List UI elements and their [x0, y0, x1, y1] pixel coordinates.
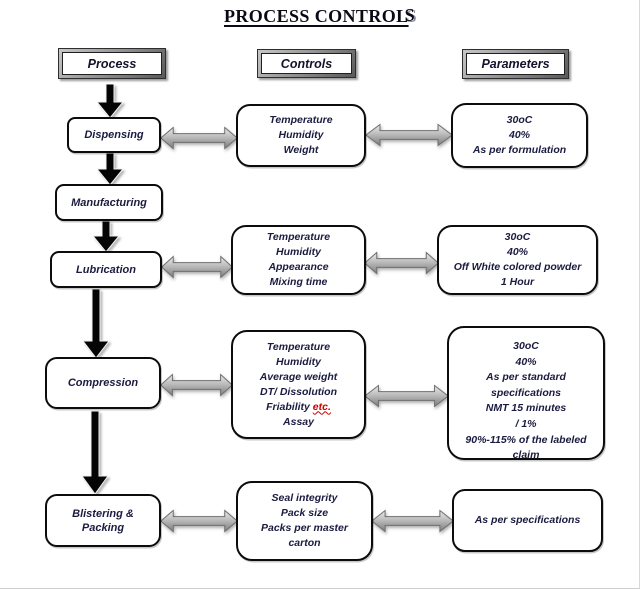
- process-box-blistering-packing: Blistering & Packing: [45, 494, 161, 547]
- parameters-box-packing: As per specifications: [452, 489, 603, 552]
- controls-line: Seal integrity: [271, 492, 338, 504]
- column-header-process: Process: [58, 48, 166, 79]
- parameters-line: NMT 15 minutes: [485, 402, 567, 415]
- flow-arrow-down-to-dispensing: [97, 84, 123, 118]
- process-box-blistering-label-line1: Blistering &: [72, 507, 134, 520]
- diagram-title: PROCESS CONTROLS: [0, 5, 639, 27]
- parameters-line: 40%: [506, 246, 528, 258]
- process-box-lubrication-label: Lubrication: [76, 263, 136, 276]
- controls-line: Friability etc.: [266, 400, 331, 415]
- parameters-line: 30oC: [506, 114, 533, 126]
- link-arrow-packing-parameters: [371, 507, 454, 535]
- parameters-box-compression: 30oC 40% As per standard specifications …: [447, 326, 605, 460]
- controls-line: Temperature: [266, 340, 331, 353]
- process-box-compression: Compression: [45, 357, 161, 409]
- controls-box-dispensing: Temperature Humidity Weight: [236, 104, 366, 167]
- controls-line: Appearance: [268, 261, 329, 273]
- process-box-blistering-label-line2: Packing: [81, 521, 125, 534]
- controls-box-compression: Temperature Humidity Average weight DT/ …: [231, 330, 366, 439]
- flow-arrow-down-to-compression: [83, 289, 109, 358]
- link-arrow-dispensing-controls: [160, 124, 238, 152]
- link-arrow-lubrication-controls: [161, 253, 233, 281]
- link-arrow-dispensing-parameters: [365, 121, 453, 149]
- controls-line: Humidity: [276, 246, 321, 258]
- parameters-line: 30oC: [504, 231, 531, 243]
- column-header-controls: Controls: [257, 49, 356, 78]
- parameters-line: / 1%: [515, 417, 537, 430]
- diagram-title-text: PROCESS CONTROL: [224, 6, 409, 26]
- controls-line-friability: Friability: [266, 400, 310, 413]
- column-header-parameters: Parameters: [462, 49, 569, 79]
- parameters-line: 1 Hour: [500, 276, 535, 288]
- process-box-manufacturing-label: Manufacturing: [71, 196, 147, 209]
- controls-line: Weight: [283, 144, 319, 156]
- column-header-parameters-label: Parameters: [466, 53, 565, 75]
- parameters-line: 90%-115% of the labeled: [465, 433, 587, 446]
- process-box-dispensing: Dispensing: [67, 117, 161, 153]
- flow-arrow-down-to-lubrication: [93, 221, 119, 252]
- controls-line: Temperature: [269, 114, 333, 126]
- parameters-box-lubrication: 30oC 40% Off White colored powder 1 Hour: [437, 225, 598, 295]
- controls-line: Temperature: [266, 231, 331, 243]
- controls-box-lubrication: Temperature Humidity Appearance Mixing t…: [231, 225, 366, 295]
- controls-box-packing: Seal integrity Pack size Packs per maste…: [236, 481, 373, 561]
- parameters-line: Off White colored powder: [453, 261, 582, 273]
- process-box-dispensing-label: Dispensing: [84, 129, 144, 141]
- process-box-manufacturing: Manufacturing: [55, 184, 163, 221]
- parameters-line: 40%: [515, 355, 537, 368]
- controls-line: Average weight: [259, 370, 338, 383]
- flow-arrow-down-to-manufacturing: [97, 153, 123, 185]
- parameters-line: As per formulation: [472, 144, 567, 156]
- parameters-line-clipped: claim: [512, 449, 540, 460]
- parameters-box-dispensing: 30oC 40% As per formulation: [451, 103, 588, 168]
- controls-line: Humidity: [278, 129, 324, 141]
- parameters-line: 40%: [508, 129, 530, 141]
- controls-line: DT/ Dissolution: [260, 385, 337, 398]
- link-arrow-lubrication-parameters: [364, 249, 439, 277]
- parameters-line: As per specifications: [474, 514, 581, 526]
- parameters-line: specifications: [490, 386, 562, 399]
- parameters-line: 30oC: [513, 340, 539, 352]
- flow-arrow-down-to-blistering: [82, 411, 108, 494]
- controls-line: Packs per master: [261, 522, 348, 534]
- process-box-lubrication: Lubrication: [50, 251, 162, 288]
- controls-line: Pack size: [280, 507, 329, 519]
- link-arrow-compression-controls: [160, 371, 233, 399]
- controls-line: Humidity: [276, 355, 321, 368]
- controls-line-etc: etc.: [312, 400, 331, 413]
- controls-line: Assay: [283, 415, 314, 428]
- link-arrow-packing-controls: [160, 507, 238, 535]
- link-arrow-compression-parameters: [364, 382, 449, 410]
- column-header-process-label: Process: [62, 52, 162, 75]
- parameters-line: As per standard: [486, 371, 566, 384]
- process-box-compression-label: Compression: [67, 377, 139, 389]
- controls-line: Mixing time: [269, 276, 328, 288]
- controls-line: carton: [288, 537, 321, 549]
- column-header-controls-label: Controls: [261, 53, 352, 74]
- diagram-title-suffix: S: [404, 5, 415, 25]
